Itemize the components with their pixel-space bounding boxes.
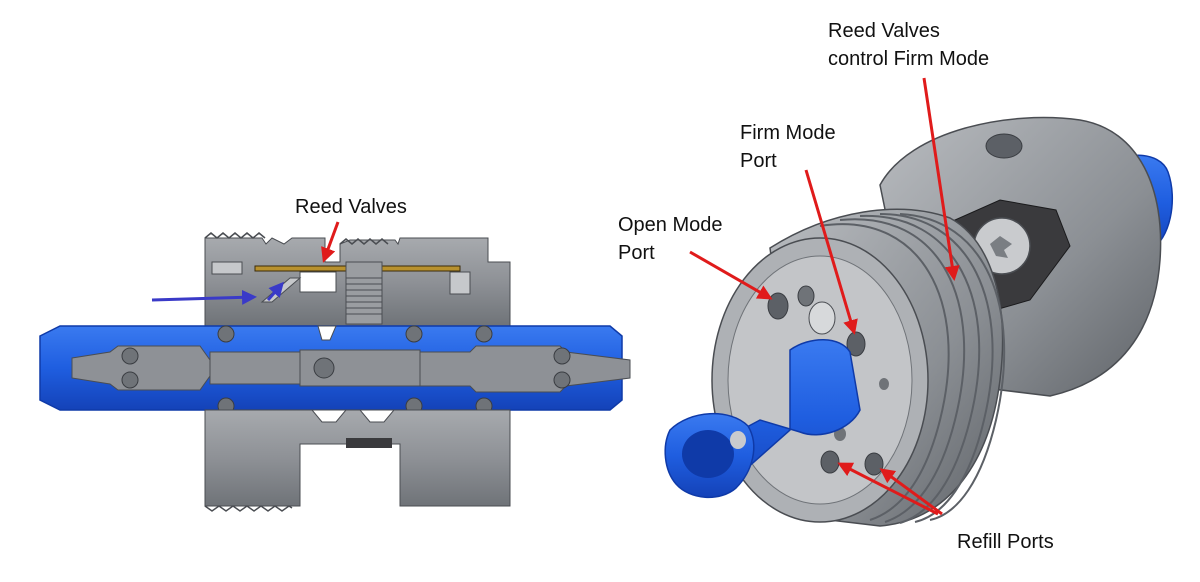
arrow-firm-mode-port <box>804 169 858 335</box>
arrow-firm-mode-reed <box>922 77 960 281</box>
label-firm-port-line2: Port <box>740 150 777 172</box>
label-reed-firm-line1: Reed Valves <box>828 20 940 42</box>
open-mode-port <box>767 292 789 320</box>
refill-port-2 <box>864 452 884 476</box>
arrow-open-mode-port <box>689 250 773 300</box>
center-screw <box>345 261 383 325</box>
upper-threads <box>204 232 266 239</box>
label-reed-valves: Reed Valves <box>295 196 407 218</box>
cross-section-view <box>39 232 631 512</box>
arrow-reed-valves <box>321 221 340 263</box>
flow-arrow-short <box>266 281 284 301</box>
arrow-refill-port-2 <box>879 468 943 516</box>
assembly-3d-view <box>664 116 1174 527</box>
label-open-port-line1: Open Mode <box>618 214 723 236</box>
arrow-refill-port-1 <box>837 462 939 516</box>
hex-socket <box>808 301 836 335</box>
lower-housing <box>204 409 511 507</box>
refill-port-1 <box>820 450 840 474</box>
lower-threads <box>204 505 293 512</box>
flow-arrow <box>151 289 257 305</box>
label-firm-port-line1: Firm Mode <box>740 122 836 144</box>
label-open-port-line2: Port <box>618 242 655 264</box>
label-refill-ports: Refill Ports <box>957 531 1054 553</box>
label-reed-firm-line2: control Firm Mode <box>828 48 990 70</box>
